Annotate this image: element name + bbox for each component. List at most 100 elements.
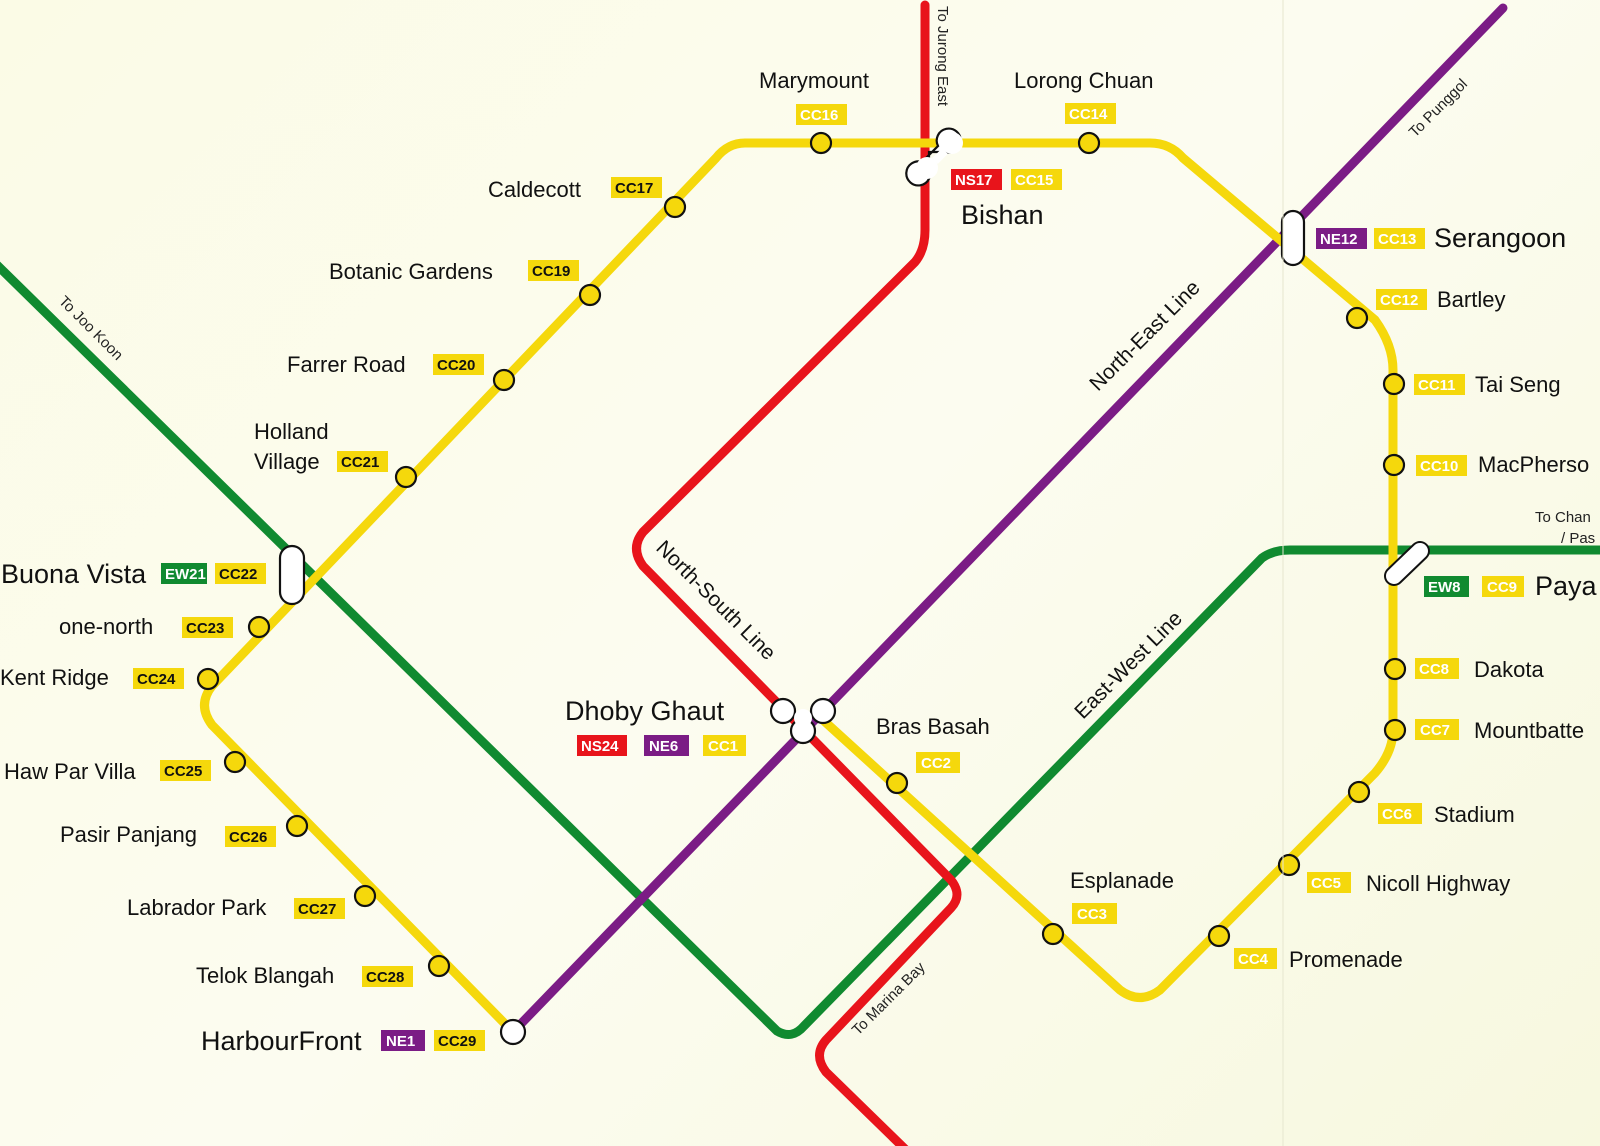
station-name-labrador-park: Labrador Park [127,895,267,920]
svg-text:CC5: CC5 [1311,875,1341,892]
svg-text:NE12: NE12 [1320,231,1358,248]
code-badge-cc28: CC28 [362,966,413,987]
station-dot-cc4[interactable] [1207,924,1231,948]
station-dot-cc12[interactable] [1345,306,1369,330]
code-badge-ne12: NE12 [1316,228,1367,249]
code-badge-cc25: CC25 [160,760,211,781]
code-badge-cc12: CC12 [1376,289,1427,310]
station-name-telok-blangah: Telok Blangah [196,963,334,988]
svg-text:CC8: CC8 [1419,661,1449,678]
svg-text:CC13: CC13 [1378,231,1416,248]
code-badge-cc4: CC4 [1234,948,1277,969]
svg-text:CC4: CC4 [1238,951,1269,968]
interchange-dhoby-ghaut[interactable] [769,697,837,745]
station-dot-cc21[interactable] [394,465,418,489]
code-badge-cc3: CC3 [1072,903,1117,924]
code-badge-cc2: CC2 [916,752,960,773]
interchange-harbourfront[interactable] [499,1018,527,1046]
station-name-harbourfront: HarbourFront [201,1026,362,1056]
interchange-bishan[interactable] [905,127,963,187]
svg-text:NS24: NS24 [581,738,619,755]
station-dot-cc8[interactable] [1383,657,1407,681]
svg-text:CC29: CC29 [438,1033,476,1050]
station-dot-cc20[interactable] [492,368,516,392]
code-badge-cc8: CC8 [1415,658,1459,679]
svg-text:CC10: CC10 [1420,458,1458,475]
code-badge-cc7: CC7 [1415,719,1459,740]
station-dot-cc6[interactable] [1347,780,1371,804]
code-badge-cc5: CC5 [1307,872,1351,893]
station-dot-cc19[interactable] [578,283,602,307]
code-badge-ns17: NS17 [951,169,1002,190]
station-name-tai-seng: Tai Seng [1475,372,1561,397]
station-name-dakota: Dakota [1474,657,1544,682]
svg-text:CC1: CC1 [708,738,738,755]
code-badge-cc13: CC13 [1374,228,1425,249]
station-dot-cc24[interactable] [196,667,220,691]
station-dot-cc16[interactable] [809,131,833,155]
station-dot-cc10[interactable] [1382,453,1406,477]
interchange-serangoon[interactable] [1280,209,1306,267]
interchange-buona-vista[interactable] [278,544,306,606]
station-dot-cc7[interactable] [1383,718,1407,742]
code-badge-ew8: EW8 [1424,576,1469,597]
station-dot-cc5[interactable] [1277,853,1301,877]
station-dot-cc25[interactable] [223,750,247,774]
code-badge-cc27: CC27 [294,898,345,919]
direction-punggol: To Punggol [1406,76,1471,141]
svg-text:CC14: CC14 [1069,106,1108,123]
code-badge-ne6: NE6 [644,735,689,756]
code-badge-cc23: CC23 [182,617,233,638]
station-name-bras-basah: Bras Basah [876,714,990,739]
code-badge-cc9: CC9 [1482,576,1524,597]
code-badge-cc22: CC22 [215,563,266,584]
station-name-haw-par-villa: Haw Par Villa [4,759,136,784]
svg-text:CC6: CC6 [1382,806,1412,823]
station-dot-cc2[interactable] [885,771,909,795]
code-badge-cc10: CC10 [1416,455,1467,476]
code-badge-cc15: CC15 [1011,169,1062,190]
station-name-nicoll-highway: Nicoll Highway [1366,871,1510,896]
station-dot-cc14[interactable] [1077,131,1101,155]
station-name-bartley: Bartley [1437,287,1505,312]
station-dot-cc17[interactable] [663,195,687,219]
station-name-holland-village-line2: Village [254,449,320,474]
station-name-holland-village-line1: Holland [254,419,329,444]
code-badge-cc19: CC19 [528,260,579,281]
code-badge-cc26: CC26 [225,826,276,847]
station-name-farrer-road: Farrer Road [287,352,406,377]
station-name-macpherson: MacPherso [1478,452,1589,477]
station-dot-cc23[interactable] [247,615,271,639]
station-name-bishan: Bishan [961,200,1044,230]
svg-text:NS17: NS17 [955,172,993,189]
code-badge-cc14: CC14 [1065,103,1116,124]
station-dot-cc11[interactable] [1382,372,1406,396]
direction-changi-2: / Pas [1561,530,1595,547]
station-name-mountbatten: Mountbatte [1474,718,1584,743]
station-dot-cc3[interactable] [1041,922,1065,946]
station-dot-cc26[interactable] [285,814,309,838]
code-badge-ns24: NS24 [577,735,627,756]
svg-text:CC22: CC22 [219,566,257,583]
station-name-buona-vista: Buona Vista [1,559,147,589]
interchange-paya-lebar[interactable] [1384,541,1430,586]
code-badge-cc20: CC20 [433,354,484,375]
station-name-kent-ridge: Kent Ridge [0,665,109,690]
station-name-marymount: Marymount [759,68,869,93]
svg-text:CC27: CC27 [298,901,336,918]
svg-text:CC16: CC16 [800,107,838,124]
station-dot-cc27[interactable] [353,884,377,908]
station-name-serangoon: Serangoon [1434,223,1566,253]
code-badge-cc11: CC11 [1414,374,1465,395]
code-badge-cc6: CC6 [1378,803,1422,824]
svg-text:CC28: CC28 [366,969,404,986]
svg-text:CC7: CC7 [1420,722,1450,739]
station-name-one-north: one-north [59,614,153,639]
code-badge-cc17: CC17 [611,177,662,198]
svg-text:CC3: CC3 [1077,906,1107,923]
station-dots [196,131,1407,978]
code-badge-cc21: CC21 [337,451,388,472]
station-dot-cc28[interactable] [427,954,451,978]
station-name-paya-lebar: Paya [1535,571,1598,601]
